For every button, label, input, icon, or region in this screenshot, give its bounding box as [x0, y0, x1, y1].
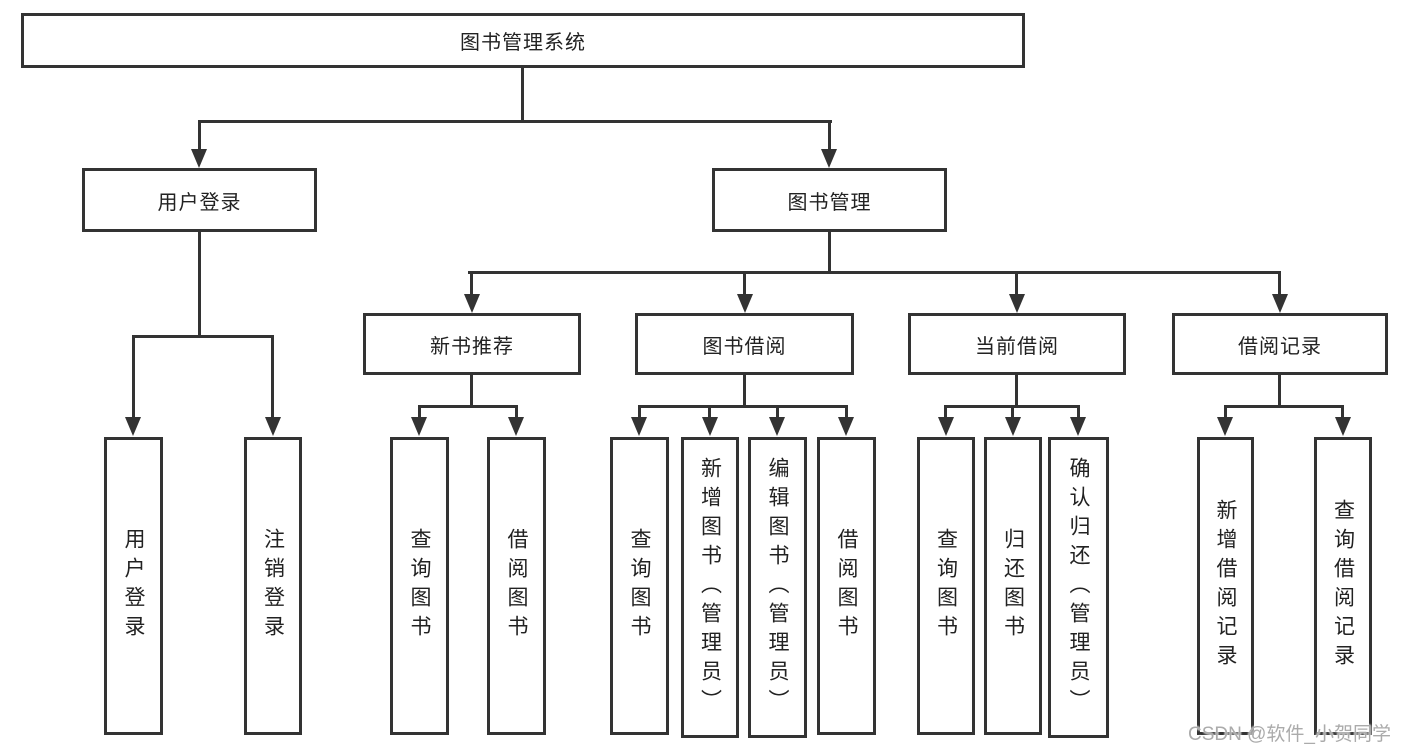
leaf-query-books-newbook-label: 查询图书 — [408, 528, 432, 644]
leaf-logout-label: 注销登录 — [261, 528, 285, 644]
arrow-down-icon — [737, 294, 753, 313]
arrow-down-icon — [1005, 417, 1021, 436]
connector-drop-bb-add — [708, 405, 711, 420]
connector-root-stem — [521, 68, 524, 121]
leaf-borrow-books-newbook: 借阅图书 — [487, 437, 546, 735]
connector-borrow-records-stem — [1278, 375, 1281, 408]
node-book-borrow: 图书借阅 — [635, 313, 854, 375]
arrow-down-icon — [464, 294, 480, 313]
leaf-query-borrow-record-label: 查询借阅记录 — [1331, 499, 1355, 673]
leaf-add-books-admin-label: 新增图书（管理员） — [698, 457, 722, 718]
node-new-book-recommend: 新书推荐 — [363, 313, 581, 375]
leaf-edit-books-admin-label: 编辑图书（管理员） — [766, 457, 790, 718]
connector-new-book-rail — [418, 405, 518, 408]
arrow-down-icon — [702, 417, 718, 436]
node-root-label: 图书管理系统 — [460, 32, 586, 54]
leaf-confirm-return-admin-label: 确认归还（管理员） — [1067, 457, 1091, 718]
arrow-down-icon — [1009, 294, 1025, 313]
leaf-add-borrow-record-label: 新增借阅记录 — [1214, 499, 1238, 673]
node-borrow-records: 借阅记录 — [1172, 313, 1388, 375]
connector-drop-cb-query — [944, 405, 947, 420]
leaf-query-borrow-record: 查询借阅记录 — [1314, 437, 1372, 735]
connector-user-login-rail — [132, 335, 274, 338]
connector-drop-cb-confirm — [1077, 405, 1080, 420]
connector-user-login-stem — [198, 232, 201, 338]
leaf-query-books-borrow: 查询图书 — [610, 437, 669, 735]
arrow-down-icon — [1335, 417, 1351, 436]
connector-book-borrow-stem — [743, 375, 746, 408]
arrow-down-icon — [411, 417, 427, 436]
leaf-borrow-books-borrow-label: 借阅图书 — [835, 528, 859, 644]
node-root: 图书管理系统 — [21, 13, 1025, 68]
leaf-user-login: 用户登录 — [104, 437, 163, 735]
node-book-management: 图书管理 — [712, 168, 947, 232]
connector-drop-book-borrow — [743, 271, 746, 297]
connector-book-borrow-rail — [638, 405, 848, 408]
leaf-user-login-label: 用户登录 — [122, 528, 146, 644]
arrow-down-icon — [191, 149, 207, 168]
arrow-down-icon — [508, 417, 524, 436]
connector-current-borrow-stem — [1015, 375, 1018, 408]
leaf-borrow-books-borrow: 借阅图书 — [817, 437, 876, 735]
node-book-borrow-label: 图书借阅 — [702, 335, 787, 358]
connector-drop-leaf-user-login — [132, 335, 135, 419]
connector-drop-book-management — [828, 120, 831, 152]
connector-level3-rail — [468, 271, 1281, 274]
connector-book-management-stem — [828, 232, 831, 274]
arrow-down-icon — [631, 417, 647, 436]
node-user-login-label: 用户登录 — [157, 191, 242, 214]
node-current-borrow: 当前借阅 — [908, 313, 1126, 375]
arrow-down-icon — [1217, 417, 1233, 436]
connector-drop-current-borrow — [1015, 271, 1018, 297]
leaf-logout: 注销登录 — [244, 437, 302, 735]
node-current-borrow-label: 当前借阅 — [975, 335, 1059, 358]
arrow-down-icon — [1272, 294, 1288, 313]
connector-drop-bb-edit — [776, 405, 779, 420]
connector-drop-bb-borrow — [845, 405, 848, 420]
connector-drop-nb-borrow — [515, 405, 518, 420]
watermark: CSDN @软件_小贺同学 — [1188, 724, 1391, 745]
leaf-query-books-current-label: 查询图书 — [934, 528, 958, 644]
arrow-down-icon — [821, 149, 837, 168]
connector-drop-leaf-logout — [271, 335, 274, 419]
node-borrow-records-label: 借阅记录 — [1238, 335, 1322, 358]
connector-drop-borrow-records — [1278, 271, 1281, 297]
leaf-query-books-current: 查询图书 — [917, 437, 975, 735]
leaf-return-books-label: 归还图书 — [1001, 528, 1025, 644]
leaf-return-books: 归还图书 — [984, 437, 1042, 735]
leaf-add-books-admin: 新增图书（管理员） — [681, 437, 739, 738]
connector-drop-cb-return — [1011, 405, 1014, 420]
leaf-query-books-newbook: 查询图书 — [390, 437, 449, 735]
connector-borrow-records-rail — [1224, 405, 1344, 408]
arrow-down-icon — [838, 417, 854, 436]
connector-drop-nb-query — [418, 405, 421, 420]
connector-drop-bb-query — [638, 405, 641, 420]
leaf-query-books-borrow-label: 查询图书 — [628, 528, 652, 644]
node-user-login: 用户登录 — [82, 168, 317, 232]
arrow-down-icon — [769, 417, 785, 436]
leaf-edit-books-admin: 编辑图书（管理员） — [748, 437, 807, 738]
node-new-book-recommend-label: 新书推荐 — [430, 335, 514, 358]
connector-level2-rail — [198, 120, 832, 123]
connector-new-book-stem — [470, 375, 473, 408]
arrow-down-icon — [125, 417, 141, 436]
arrow-down-icon — [1070, 417, 1086, 436]
node-book-management-label: 图书管理 — [787, 191, 872, 214]
connector-drop-br-add — [1224, 405, 1227, 420]
arrow-down-icon — [938, 417, 954, 436]
leaf-confirm-return-admin: 确认归还（管理员） — [1048, 437, 1109, 738]
connector-drop-new-book — [470, 271, 473, 297]
connector-drop-user-login — [198, 120, 201, 152]
leaf-borrow-books-newbook-label: 借阅图书 — [505, 528, 529, 644]
connector-drop-br-query — [1341, 405, 1344, 420]
arrow-down-icon — [265, 417, 281, 436]
leaf-add-borrow-record: 新增借阅记录 — [1197, 437, 1254, 735]
